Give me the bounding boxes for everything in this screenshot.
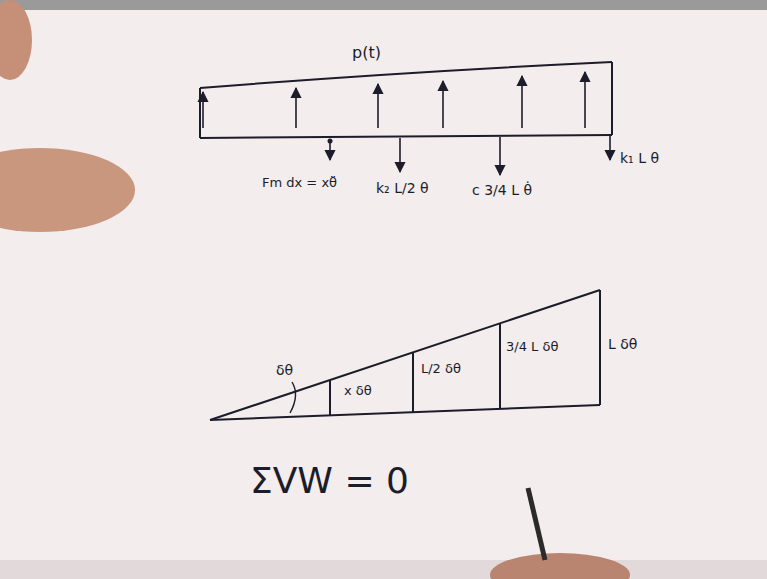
load-arrows (203, 72, 610, 175)
beam-end (611, 62, 613, 135)
force-label: Fm dx = xθ̈ (262, 176, 337, 191)
displacement-label: 3/4 L δθ (506, 340, 558, 355)
triangle-top (210, 290, 600, 420)
beam (200, 62, 612, 138)
load-arrow (584, 72, 586, 128)
load-label: p(t) (352, 44, 381, 62)
paper-edge (0, 0, 767, 10)
paper-shadow (0, 560, 767, 579)
hand (0, 0, 32, 80)
displacement-label: L δθ (608, 336, 637, 352)
load-arrow (442, 81, 444, 128)
load-arrow (295, 88, 297, 128)
displacement-label: x δθ (344, 384, 372, 399)
displacement-label: δθ (276, 362, 293, 378)
force-arrow (399, 138, 401, 172)
load-arrow (202, 92, 204, 128)
force-label: k₂ L/2 θ (376, 180, 429, 196)
load-arrow (377, 84, 379, 128)
force-arrow (499, 137, 501, 175)
beam-end (199, 88, 201, 138)
force-arrow (329, 143, 331, 160)
force-label: c 3/4 L θ̇ (472, 182, 532, 198)
mass-point (328, 139, 333, 144)
hand (490, 553, 630, 579)
load-arrow (521, 76, 523, 128)
pen (528, 488, 545, 560)
beam-top (200, 62, 612, 88)
triangle-bottom (210, 405, 600, 420)
ordinate (599, 290, 601, 405)
virtual-displacement (210, 290, 600, 420)
force-label: k₁ L θ (620, 150, 659, 166)
ordinate (412, 352, 414, 412)
hand (0, 148, 135, 232)
displacement-label: L/2 δθ (421, 362, 461, 377)
leader-line (290, 382, 296, 413)
ordinate (329, 380, 331, 415)
beam-bottom (200, 135, 612, 138)
force-arrow (609, 135, 611, 160)
equation: ΣVW = 0 (250, 460, 409, 501)
ordinate (499, 323, 501, 409)
